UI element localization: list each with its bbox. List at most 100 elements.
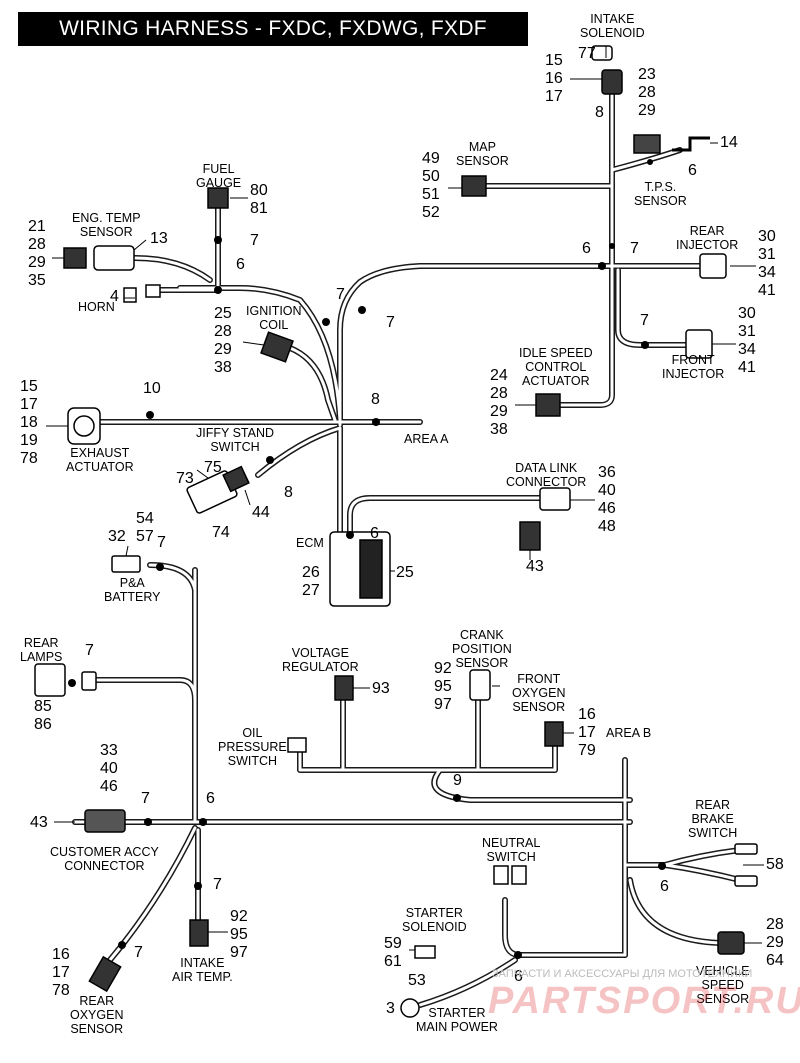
- callout-jiffy-74: 74: [212, 524, 230, 541]
- jiffy-switch-connector: [222, 465, 250, 493]
- brake-switch-terminal-1: [734, 843, 758, 855]
- callout-horn-4: 4: [110, 288, 119, 305]
- callout-ecm-6: 6: [370, 525, 379, 542]
- callout-accy-6: 6: [206, 790, 215, 807]
- callout-clip-7a: 7: [336, 286, 345, 303]
- intake-solenoid-cap: [591, 45, 613, 61]
- front-o2-connector: [544, 721, 564, 747]
- callout-accy-43: 43: [30, 814, 48, 831]
- neutral-switch-a: [493, 865, 509, 885]
- callout-ecm-25: 25: [396, 564, 414, 581]
- watermark-caption: ЗАПЧАСТИ И АКСЕССУАРЫ ДЛЯ МОТОТЕХНИКИ: [492, 968, 753, 980]
- tps-sensor: [672, 136, 710, 152]
- callout-tps-14: 14: [720, 134, 738, 151]
- callout-intake-8: 8: [595, 104, 604, 121]
- accy-connector: [84, 809, 126, 833]
- callout-battery-32: 32: [108, 528, 126, 545]
- callout-area-a-8: 8: [371, 391, 380, 408]
- battery-connector: [111, 555, 141, 573]
- data-link-cap: [519, 521, 541, 551]
- callout-oil-9: 9: [453, 772, 462, 789]
- rear-o2-connector: [88, 955, 122, 993]
- neutral-switch-b: [511, 865, 527, 885]
- oil-pressure-switch: [287, 737, 307, 753]
- voltage-wire: [340, 697, 443, 773]
- callout-junction-7-top: 7: [630, 240, 639, 257]
- label-area-b: AREA B: [606, 726, 652, 740]
- eng-temp-sensor: [93, 245, 135, 271]
- callout-starter-53: 53: [408, 972, 426, 989]
- label-tps-sensor: T.P.S.SENSOR: [634, 180, 687, 208]
- front-injector-wire: [615, 267, 693, 348]
- callout-junction-6-top: 6: [582, 240, 591, 257]
- starter-solenoid-terminal: [414, 945, 436, 959]
- callout-brake-58: 58: [766, 856, 784, 873]
- ecm-pins: [359, 539, 383, 599]
- diagram-title: WIRING HARNESS - FXDC, FXDWG, FXDF: [59, 17, 487, 40]
- callout-battery-7: 7: [157, 534, 166, 551]
- callout-exhaust-10: 10: [143, 380, 161, 397]
- idle-speed-connector: [535, 393, 561, 417]
- starter-wire: [502, 897, 628, 958]
- callout-jiffy-8: 8: [284, 484, 293, 501]
- callout-starter-3: 3: [386, 1000, 395, 1017]
- title-bar: WIRING HARNESS - FXDC, FXDWG, FXDF: [18, 12, 528, 46]
- label-area-a: AREA A: [404, 432, 449, 446]
- callout-tps-6: 6: [688, 162, 697, 179]
- watermark-brand: PARTSPORT.RU: [488, 980, 800, 1022]
- callout-jiffy-44: 44: [252, 504, 270, 521]
- iat-connector: [189, 919, 209, 947]
- intake-solenoid-connector: [601, 69, 623, 95]
- callout-brake-6: 6: [660, 878, 669, 895]
- starter-main-ring: [400, 998, 420, 1018]
- callout-rear-lamps-7: 7: [85, 642, 94, 659]
- callout-rear-o2-7: 7: [134, 944, 143, 961]
- rear-lamps-housing: [34, 663, 66, 697]
- rear-injector-connector: [699, 253, 727, 279]
- rear-lamps-wire: [87, 677, 198, 703]
- callout-voltage-93: 93: [372, 680, 390, 697]
- eng-temp-connector: [63, 247, 87, 269]
- callout-77: 77: [578, 45, 596, 62]
- horn-terminal: [145, 284, 161, 298]
- front-o2-wire: [437, 742, 558, 773]
- callout-jiffy-73: 73: [176, 470, 194, 487]
- crank-connector: [469, 669, 491, 701]
- vss-connector: [717, 931, 745, 955]
- data-link-connector: [539, 487, 571, 511]
